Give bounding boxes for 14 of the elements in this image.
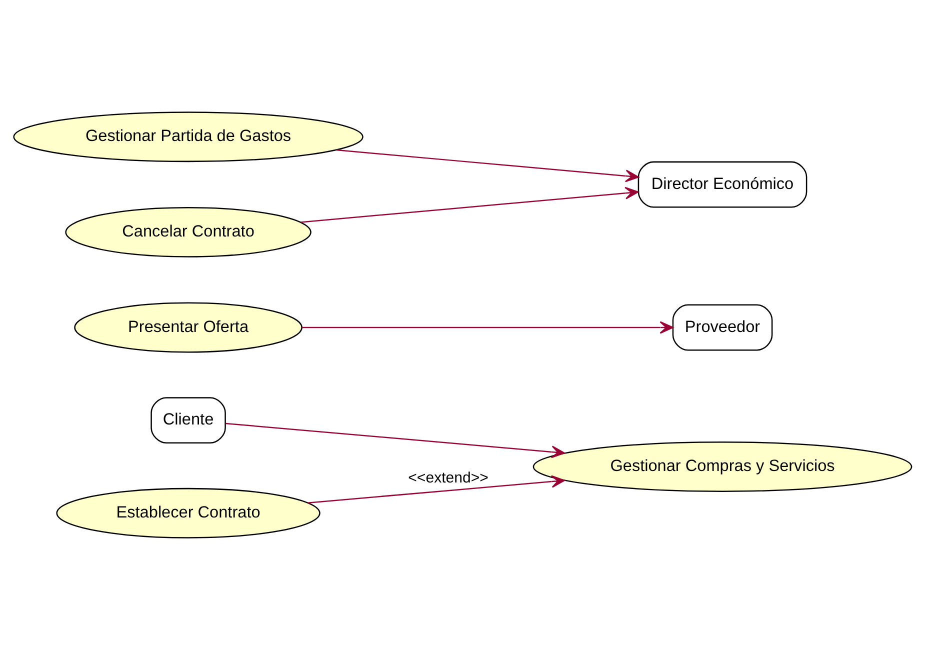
node-ellipse: Establecer Contrato	[56, 487, 320, 538]
node-ellipse: Gestionar Partida de Gastos	[13, 111, 364, 162]
node-ellipse: Gestionar Compras y Servicios	[532, 441, 912, 492]
node-ellipse: Cancelar Contrato	[65, 206, 312, 257]
node-ellipse: Presentar Oferta	[74, 302, 302, 352]
node-box: Proveedor	[672, 304, 773, 350]
arrow	[302, 320, 674, 334]
edge-label: <<extend>>	[408, 469, 488, 486]
node-box: Director Económico	[638, 160, 808, 208]
node-box: Cliente	[150, 396, 226, 444]
arrow	[336, 148, 640, 182]
arrow	[300, 186, 639, 222]
arrow	[226, 422, 566, 458]
arrow	[308, 474, 566, 503]
